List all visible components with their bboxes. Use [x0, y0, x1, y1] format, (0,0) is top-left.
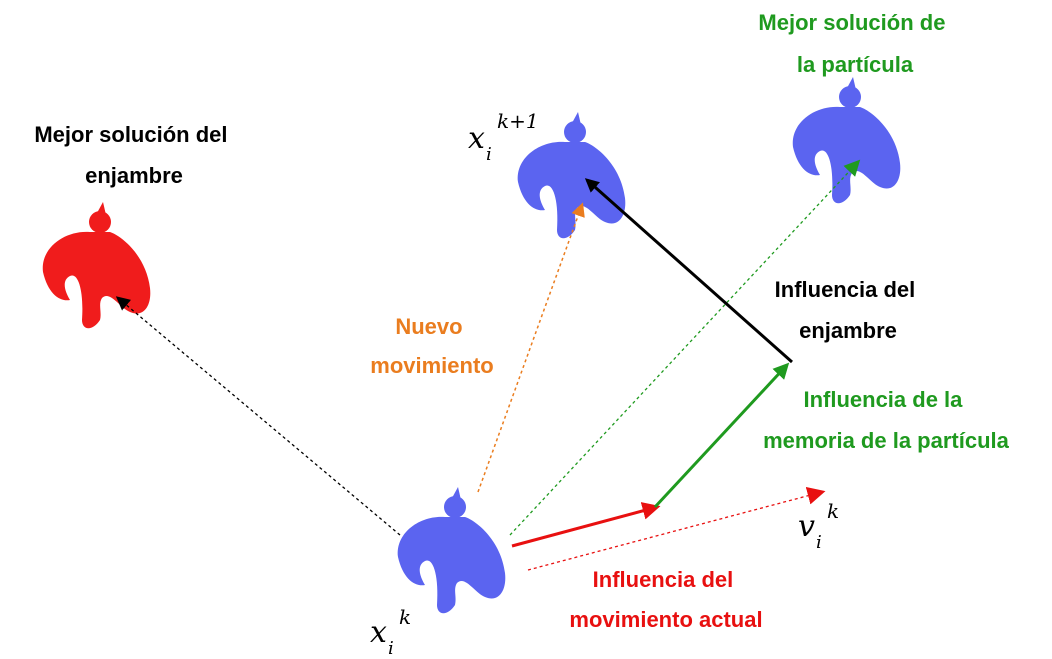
arrow-memory-influence [653, 362, 790, 509]
x-current-label: x i k [370, 605, 411, 659]
arrow-velocity [527, 486, 826, 571]
swarm-best-bird-icon [42, 202, 151, 329]
particle-best-label: Mejor solución de la partícula [758, 10, 951, 77]
arrow-new-movement [477, 202, 585, 493]
current-influence-label: Influencia del movimiento actual [569, 567, 762, 632]
arrow-current-influence [511, 502, 661, 548]
swarm-influence-label: Influencia del enjambre [775, 277, 922, 343]
arrow-to-particle-best [509, 159, 861, 536]
arrow-to-swarm-best [115, 296, 401, 536]
memory-influence-label: Influencia de la memoria de la partícula [763, 387, 1010, 453]
swarm-best-label: Mejor solución del enjambre [34, 122, 233, 188]
arrow-swarm-influence [584, 178, 793, 364]
particle-current-bird-icon [397, 487, 506, 614]
new-movement-label: Nuevo movimiento [370, 314, 493, 378]
x-next-label: x i k+1 [468, 109, 539, 165]
particle-best-bird-icon [792, 77, 901, 204]
velocity-label: v i k [798, 499, 839, 553]
